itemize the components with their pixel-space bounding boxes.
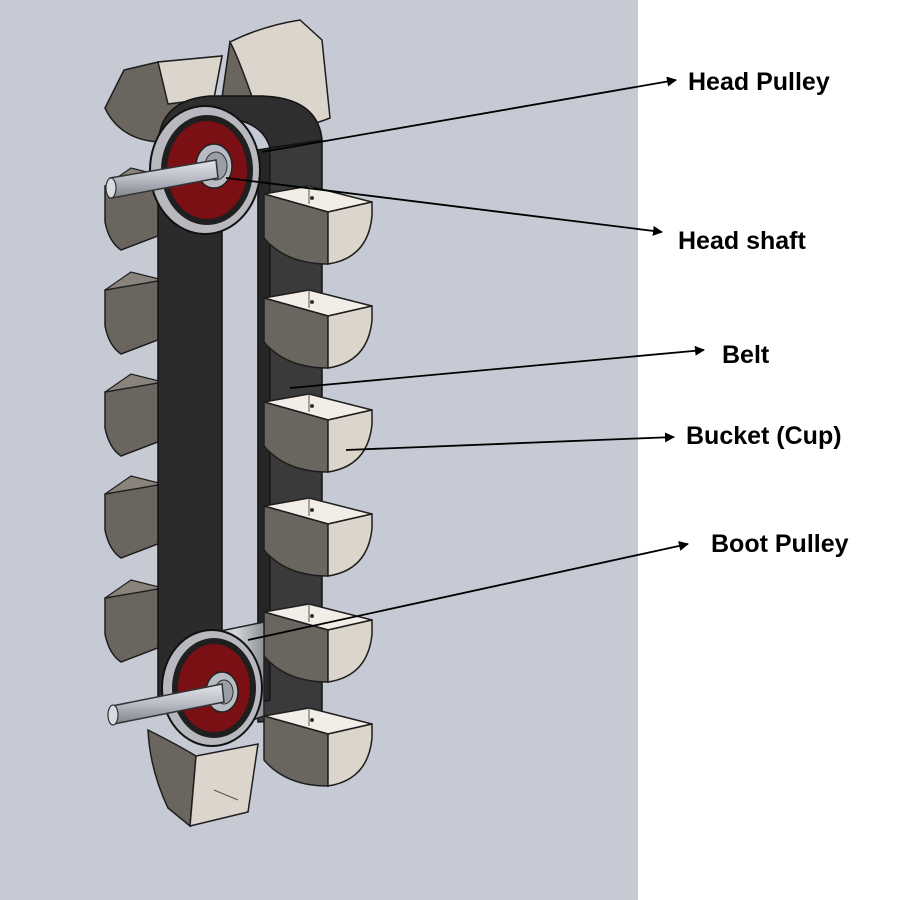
head-shaft-label: Head shaft	[678, 227, 806, 255]
boot-shaft	[107, 683, 225, 726]
bottom-buckets	[147, 728, 259, 828]
belt-arrow	[289, 345, 705, 389]
head-shaft	[105, 159, 219, 199]
bucket-arrow	[345, 432, 675, 451]
boot-pulley-arrow	[247, 541, 689, 641]
head-pulley-arrow	[261, 76, 677, 153]
bucket-label: Bucket (Cup)	[686, 422, 842, 450]
head-pulley-label: Head Pulley	[688, 68, 830, 96]
boot-pulley-label: Boot Pulley	[711, 530, 849, 558]
belt-label: Belt	[722, 341, 770, 369]
callout-arrows	[225, 76, 705, 641]
head-shaft-arrow	[225, 177, 663, 236]
